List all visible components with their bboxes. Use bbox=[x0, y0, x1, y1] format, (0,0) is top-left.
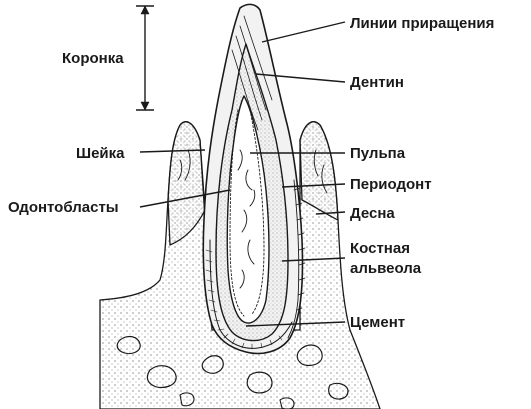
leader-dentin bbox=[255, 73, 346, 83]
gum-right bbox=[299, 121, 339, 221]
leader-cementum bbox=[245, 321, 346, 327]
crown-bracket bbox=[136, 5, 154, 111]
label-growth-lines: Линии приращения bbox=[350, 15, 494, 32]
label-cementum: Цемент bbox=[350, 314, 405, 331]
label-crown: Коронка bbox=[62, 50, 124, 67]
leader-lines bbox=[139, 21, 346, 327]
label-neck: Шейка bbox=[76, 145, 125, 162]
labels: Коронка Линии приращения Дентин Шейка Пу… bbox=[8, 15, 494, 331]
crown-bracket-arrow-top bbox=[140, 5, 150, 15]
label-bone-alveolus-line1: Костная bbox=[350, 240, 410, 257]
bone-cavity bbox=[146, 365, 177, 389]
bone-cavity bbox=[116, 335, 141, 355]
leader-gum bbox=[315, 211, 346, 215]
gum-left bbox=[167, 121, 206, 246]
pulp-tissue bbox=[237, 149, 256, 289]
tooth bbox=[202, 3, 306, 355]
label-bone-alveolus-line2: альвеола bbox=[350, 260, 422, 277]
gum-texture bbox=[177, 149, 328, 194]
periodontium-fibers bbox=[293, 187, 306, 311]
crown-bracket-arrow-bottom bbox=[140, 101, 150, 111]
leader-odontoblasts bbox=[139, 189, 231, 208]
bone-cavity bbox=[296, 344, 323, 367]
leader-periodontium bbox=[281, 183, 346, 188]
periodontium-line bbox=[287, 179, 300, 339]
label-periodontium: Периодонт bbox=[350, 176, 432, 193]
bone-cavity bbox=[179, 392, 195, 407]
leader-growth-lines bbox=[261, 21, 346, 43]
label-dentin: Дентин bbox=[350, 74, 404, 91]
odontoblast-layer bbox=[229, 109, 265, 317]
bone-cavity bbox=[201, 355, 224, 374]
leader-bone-alveolus bbox=[281, 257, 346, 262]
label-pulp: Пульпа bbox=[350, 145, 406, 162]
cementum-stripes bbox=[205, 249, 283, 350]
bone-cavity bbox=[328, 382, 349, 400]
bone-cavity bbox=[246, 371, 273, 394]
label-odontoblasts: Одонтобласты bbox=[8, 199, 119, 216]
cementum-layer bbox=[209, 239, 293, 349]
gum-tissue bbox=[167, 121, 339, 246]
leader-neck bbox=[139, 149, 206, 153]
label-gum: Десна bbox=[350, 205, 395, 222]
